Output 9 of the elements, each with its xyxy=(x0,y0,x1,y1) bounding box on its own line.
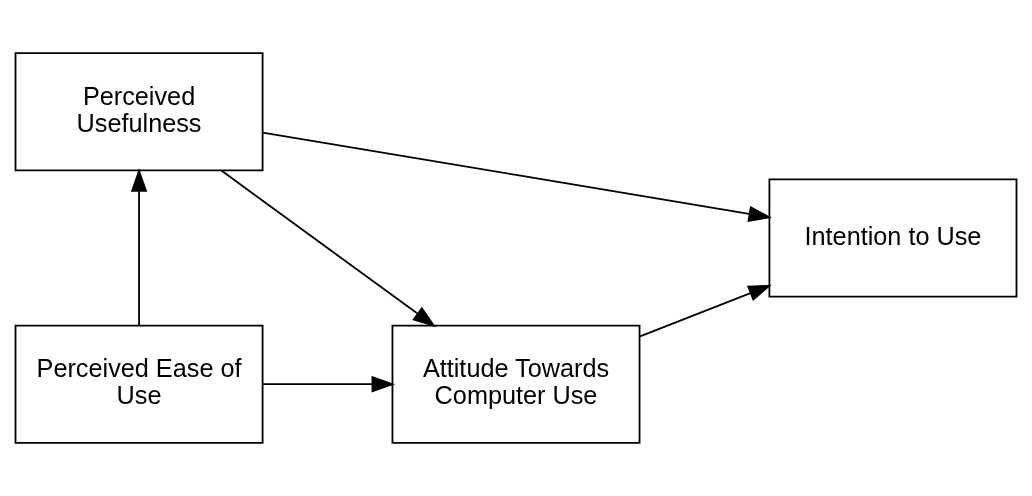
node-box: Attitude Towards Computer Use xyxy=(391,324,641,444)
arrow xyxy=(130,168,148,326)
arrow xyxy=(262,375,396,393)
node-box: Perceived Ease of Use xyxy=(14,324,264,444)
arrow xyxy=(639,284,772,338)
node-box: Intention to Use xyxy=(768,178,1018,298)
arrow xyxy=(261,131,772,223)
arrow xyxy=(220,169,436,328)
node-box: Perceived Usefulness xyxy=(14,52,264,172)
